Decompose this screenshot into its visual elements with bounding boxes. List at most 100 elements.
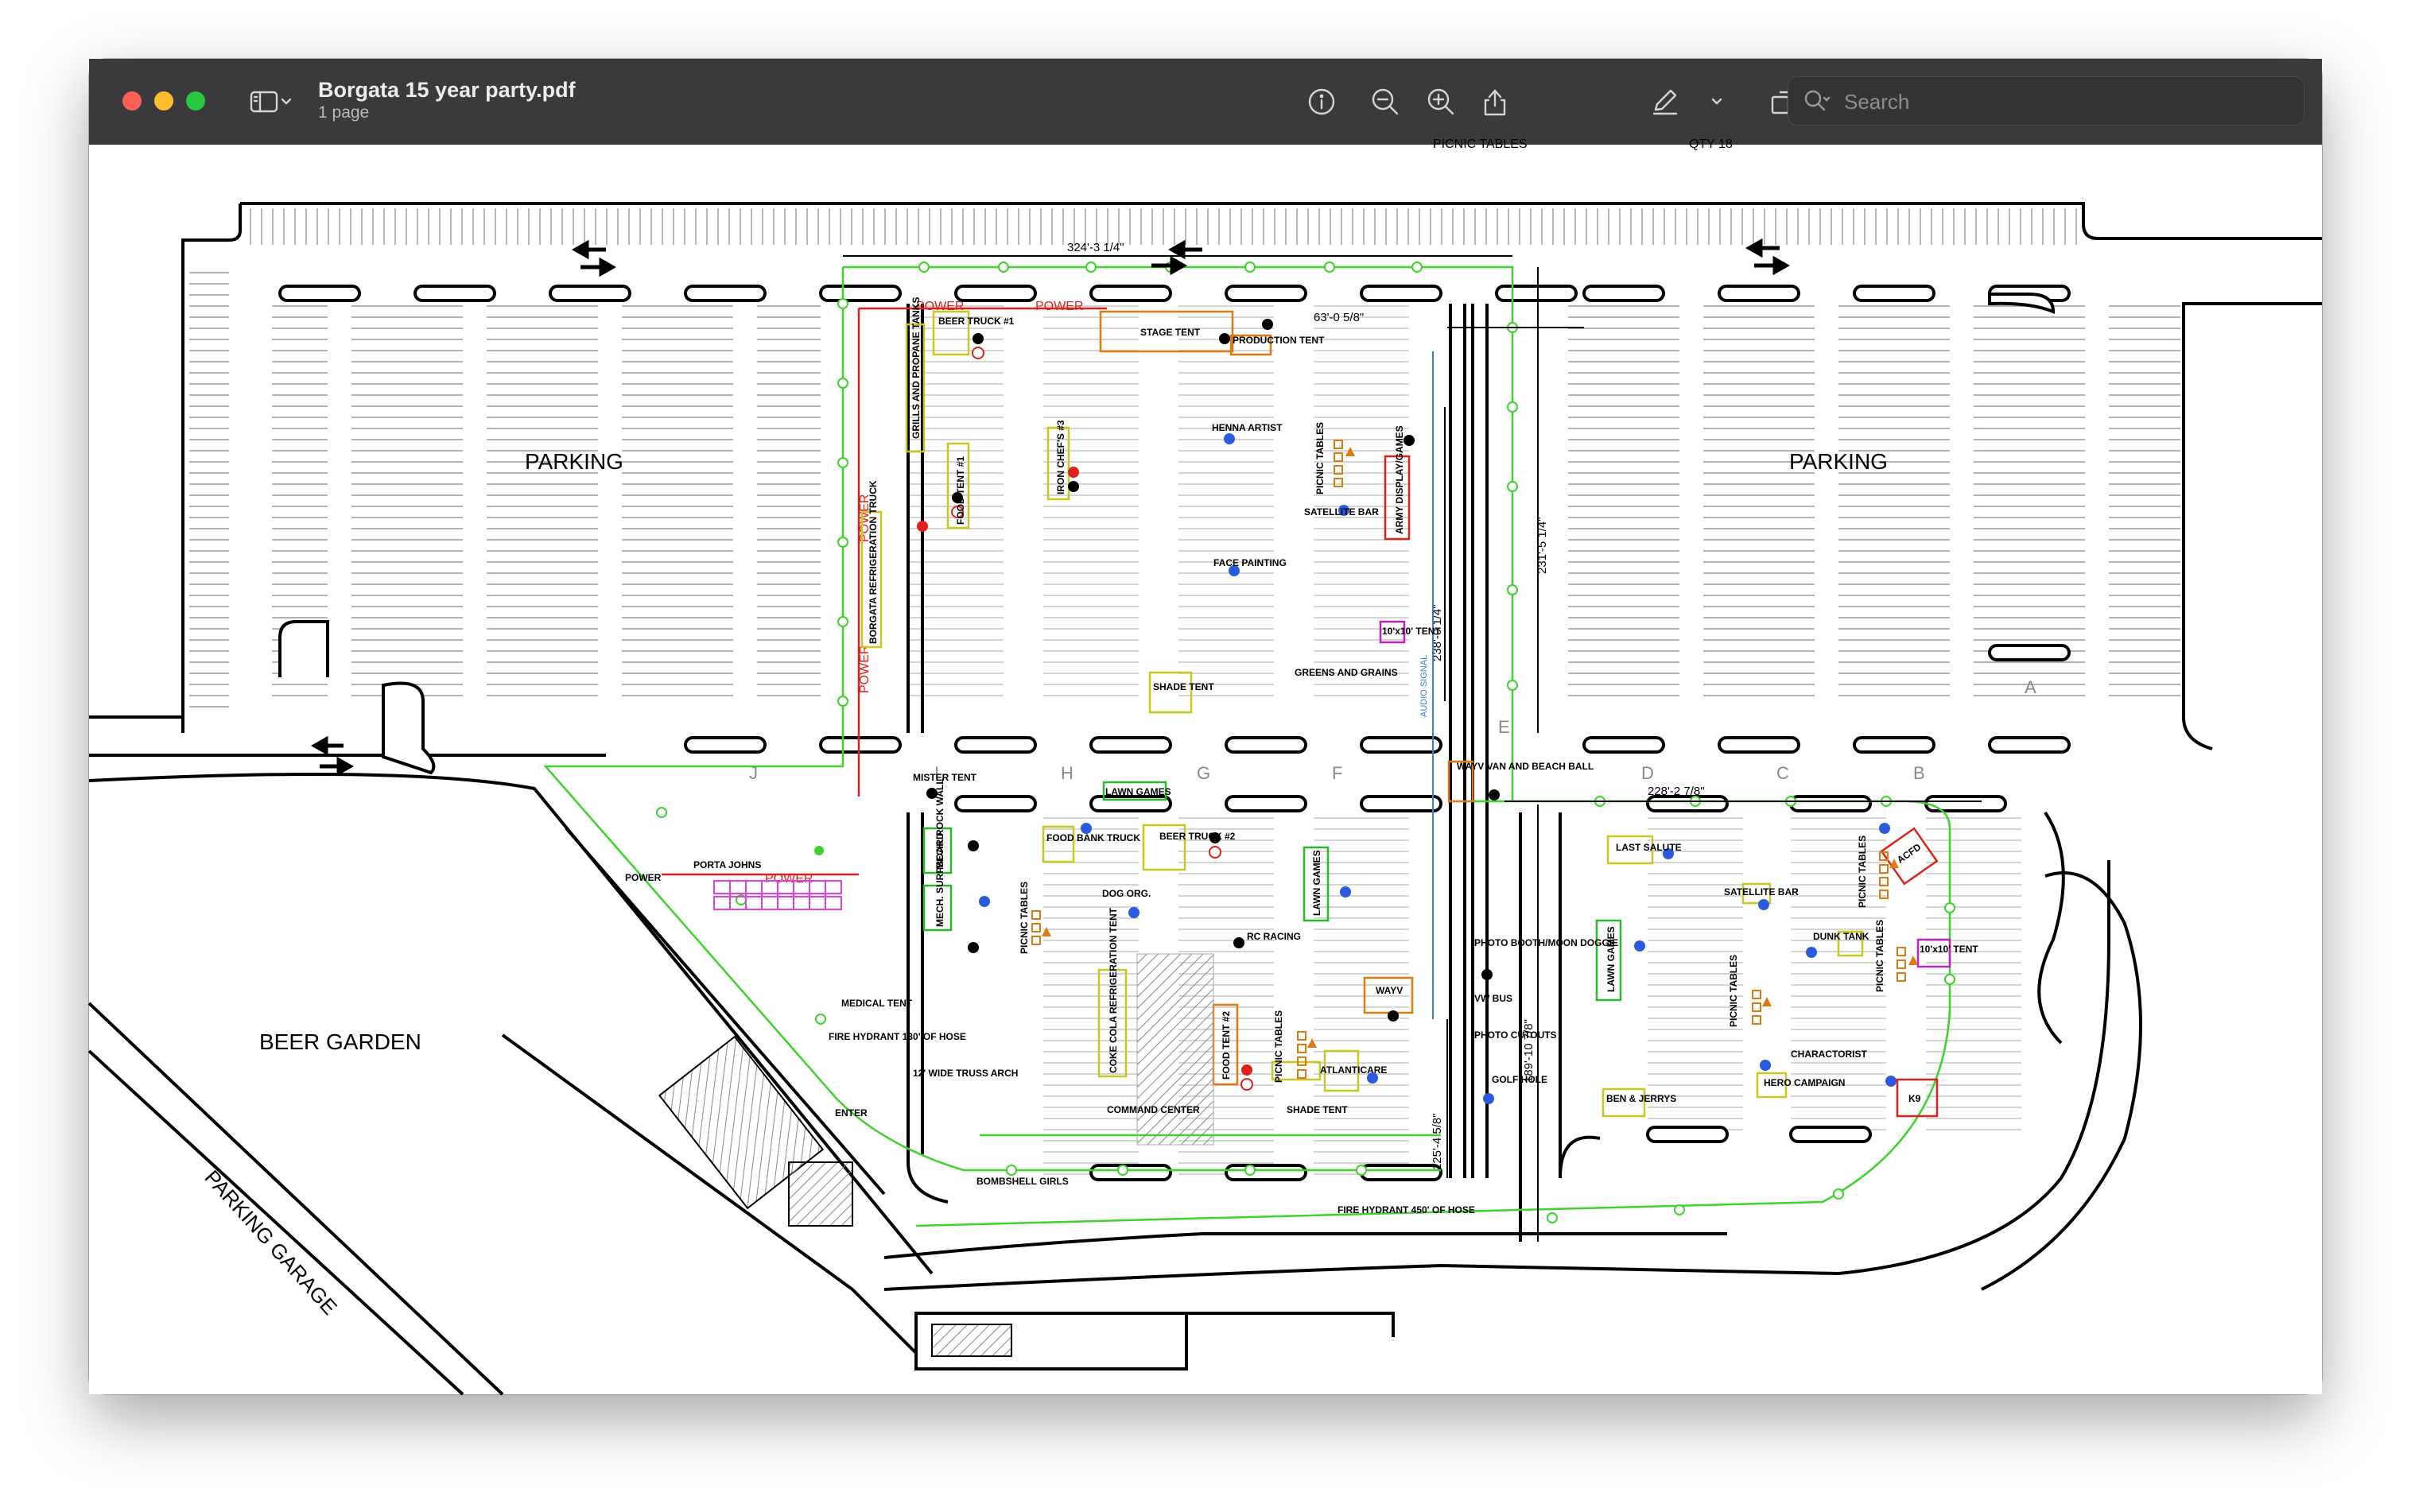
fire-hydrant-2-label: FIRE HYDRANT 450' OF HOSE bbox=[1338, 1204, 1475, 1215]
svg-text:J: J bbox=[749, 763, 758, 783]
pdf-page-view[interactable]: PICNIC TABLES QTY 18 bbox=[87, 138, 2322, 1396]
beer-garden-label: BEER GARDEN bbox=[259, 1029, 421, 1054]
shade-tent-1-label: SHADE TENT bbox=[1153, 681, 1214, 692]
search-input[interactable] bbox=[1842, 85, 2291, 118]
henna-artist-label: HENNA ARTIST bbox=[1212, 422, 1283, 433]
parking-garage-label: PARKING GARAGE bbox=[200, 1165, 343, 1320]
close-window-button[interactable] bbox=[122, 91, 142, 110]
truss-arch-label: 12' WIDE TRUSS ARCH bbox=[913, 1068, 1018, 1079]
dog-org-label: DOG ORG. bbox=[1102, 888, 1151, 899]
medical-tent-label: MEDICAL TENT bbox=[841, 998, 913, 1009]
svg-text:D: D bbox=[1641, 763, 1654, 783]
svg-text:F: F bbox=[1332, 763, 1342, 783]
mech-surfboard-label: MECH. SURFBOARD bbox=[934, 832, 945, 927]
ben-jerrys-label: BEN & JERRYS bbox=[1606, 1093, 1676, 1104]
charactorist-label: CHARACTORIST bbox=[1791, 1049, 1867, 1060]
sidebar-icon[interactable] bbox=[245, 83, 283, 121]
fire-hydrant-1-label: FIRE HYDRANT 130' OF HOSE bbox=[829, 1031, 966, 1042]
power-label: POWER bbox=[858, 646, 872, 693]
search-field[interactable] bbox=[1788, 76, 2304, 126]
hero-campaign-label: HERO CAMPAIGN bbox=[1764, 1077, 1845, 1088]
photo-cutouts-label: PHOTO CUTOUTS bbox=[1474, 1029, 1557, 1041]
coke-refrigeration-area bbox=[1136, 953, 1214, 1146]
fullscreen-window-button[interactable] bbox=[186, 91, 205, 110]
tent-10x10-1-label: 10'x10' TENT bbox=[1382, 626, 1441, 637]
chevron-down-icon[interactable] bbox=[1705, 83, 1729, 121]
right-lot-stripes bbox=[1568, 296, 2180, 701]
food-tent-1-label: FOOD TENT #1 bbox=[955, 456, 966, 525]
food-tent-2-label: FOOD TENT #2 bbox=[1221, 1011, 1232, 1080]
picnic-tables-5-label: PICNIC TABLES bbox=[1857, 835, 1868, 908]
center-medians bbox=[907, 304, 2065, 1242]
lawn-games-2-label: LAWN GAMES bbox=[1311, 850, 1322, 916]
atlanticare-label: ATLANTICARE bbox=[1320, 1064, 1387, 1076]
wayv-van-label: WAYV VAN AND BEACH BALL bbox=[1457, 761, 1594, 772]
parking-islands bbox=[278, 285, 2071, 1181]
food-bank-truck-label: FOOD BANK TRUCK bbox=[1046, 832, 1140, 843]
lawn-games-3-label: LAWN GAMES bbox=[1605, 926, 1617, 992]
dim-lower-vertical: 189'-10 7/8" bbox=[1522, 1019, 1536, 1083]
coke-cola-tent-label: COKE COLA REFRIGERATION TENT bbox=[1108, 907, 1119, 1073]
dim-production: 63'-0 5/8" bbox=[1314, 311, 1364, 324]
svg-text:B: B bbox=[1913, 763, 1925, 783]
production-tent-label: PRODUCTION TENT bbox=[1233, 335, 1325, 346]
bombshell-girls-label: BOMBSHELL GIRLS bbox=[976, 1176, 1069, 1187]
dim-right-vertical: 231'-5 1/4" bbox=[1536, 517, 1549, 574]
picnic-tables-4-label: PICNIC TABLES bbox=[1728, 955, 1739, 1027]
placement-dots bbox=[814, 319, 1897, 1104]
porta-johns-label: PORTA JOHNS bbox=[693, 859, 761, 870]
lawn-games-1-label: LAWN GAMES bbox=[1105, 786, 1171, 797]
refrigeration-truck-label: BORGATA REFRIGERATION TRUCK bbox=[868, 480, 879, 644]
beer-truck-2-label: BEER TRUCK #2 bbox=[1159, 831, 1236, 842]
road-and-building bbox=[87, 773, 2142, 1396]
golf-hole-label: GOLF HOLE bbox=[1492, 1074, 1547, 1085]
traffic-arrows bbox=[310, 238, 1791, 777]
share-icon[interactable] bbox=[1476, 83, 1514, 121]
command-center-label: COMMAND CENTER bbox=[1107, 1104, 1200, 1115]
stage-tent-label: STAGE TENT bbox=[1140, 327, 1201, 338]
top-picnic-label: PICNIC TABLES bbox=[1433, 138, 1528, 151]
greens-grains-label: GREENS AND GRAINS bbox=[1295, 667, 1398, 678]
zoom-in-icon[interactable] bbox=[1422, 83, 1460, 121]
zoom-out-icon[interactable] bbox=[1366, 83, 1404, 121]
minimize-window-button[interactable] bbox=[154, 91, 173, 110]
rc-racing-label: RC RACING bbox=[1247, 931, 1301, 942]
lot-outline bbox=[89, 202, 2322, 757]
face-painting-label: FACE PAINTING bbox=[1213, 557, 1287, 568]
dim-bottom-right: 228'-2 7/8" bbox=[1648, 785, 1705, 798]
dim-top: 324'-3 1/4" bbox=[1067, 241, 1124, 254]
dim-lower-center: 125'-4 5/8" bbox=[1431, 1113, 1444, 1170]
audio-signal-label: AUDIO SIGNAL bbox=[1419, 655, 1429, 717]
entry-stairs bbox=[788, 1161, 853, 1227]
shade-tent-2-label: SHADE TENT bbox=[1287, 1104, 1348, 1115]
picnic-table-clusters bbox=[1031, 440, 1906, 1079]
enter-label: ENTER bbox=[835, 1107, 868, 1118]
wayv-label: WAYV bbox=[1376, 985, 1403, 996]
grills-label: GRILLS AND PROPANE TANKS bbox=[910, 297, 922, 439]
svg-text:C: C bbox=[1776, 763, 1789, 783]
power-label: POWER bbox=[1035, 300, 1083, 313]
svg-text:E: E bbox=[1498, 717, 1510, 737]
dim-center-vertical: 238'-0 1/4" bbox=[1431, 604, 1444, 661]
mister-tent-label: MISTER TENT bbox=[913, 772, 977, 783]
search-icon bbox=[1804, 90, 1831, 111]
left-lot-stripes bbox=[189, 264, 821, 717]
markup-icon[interactable] bbox=[1646, 83, 1684, 121]
top-qty-label: QTY 18 bbox=[1689, 138, 1733, 151]
chevron-down-icon[interactable] bbox=[275, 83, 297, 121]
beer-truck-1-label: BEER TRUCK #1 bbox=[938, 316, 1015, 327]
top-parking-stripes bbox=[248, 208, 2077, 245]
svg-text:G: G bbox=[1197, 763, 1210, 783]
booth-labels: BEER TRUCK #1 GRILLS AND PROPANE TANKS F… bbox=[829, 297, 1978, 1215]
porta-johns bbox=[713, 880, 842, 910]
parking-right-label: PARKING bbox=[1789, 449, 1888, 474]
k9-label: K9 bbox=[1908, 1093, 1921, 1104]
svg-text:H: H bbox=[1061, 763, 1073, 783]
info-icon[interactable] bbox=[1303, 83, 1341, 121]
dunk-tank-label: DUNK TANK bbox=[1813, 931, 1869, 942]
booth-outlines bbox=[860, 310, 1951, 1118]
svg-text:A: A bbox=[2025, 677, 2036, 697]
power-label: POWER bbox=[765, 872, 813, 886]
parking-left-label: PARKING bbox=[525, 449, 623, 474]
photo-booth-label: PHOTO BOOTH/MOON DOGGIE bbox=[1474, 937, 1618, 948]
